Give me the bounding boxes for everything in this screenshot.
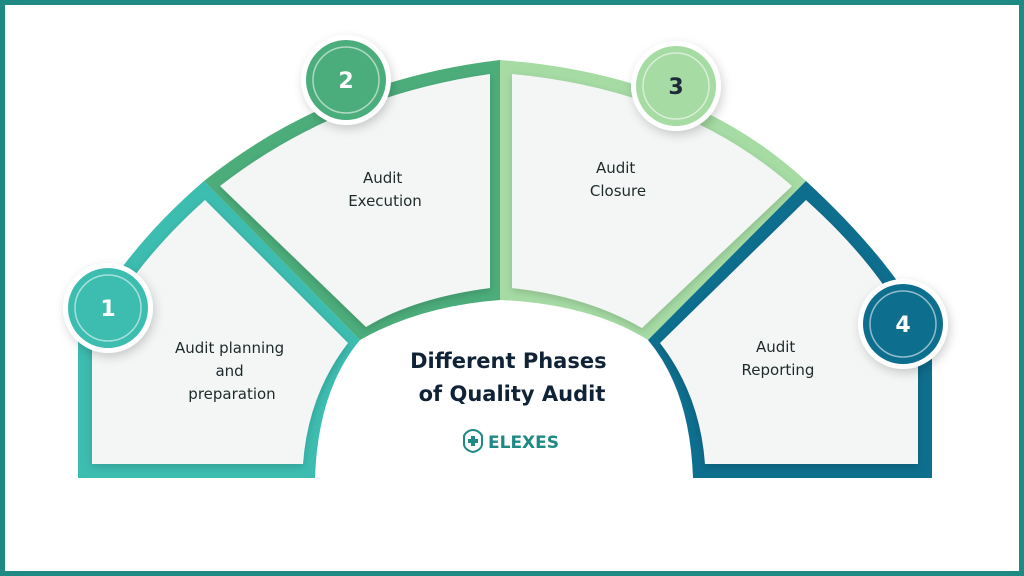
phase-1-number: 1 <box>100 297 115 322</box>
phase-3-segment <box>500 60 806 340</box>
phase-4-badge <box>858 279 948 369</box>
phase-3-badge <box>631 41 721 131</box>
phase-1-label: Audit planning and preparation <box>175 339 289 403</box>
phase-2-badge <box>301 35 391 125</box>
phase-1-segment <box>78 181 360 478</box>
phase-4-segment <box>648 181 932 478</box>
center-hub <box>315 307 693 478</box>
phase-1-badge <box>63 263 153 353</box>
medical-cross-shield-icon <box>463 428 483 454</box>
phase-2-segment <box>204 60 500 340</box>
phase-3-label: Audit Closure <box>590 159 646 200</box>
phase-2-number: 2 <box>338 69 353 94</box>
phase-4-label: Audit Reporting <box>742 338 815 379</box>
diagram-title: Different Phases of Quality Audit <box>410 349 614 406</box>
brand-name: ELEXES <box>488 433 559 453</box>
phase-2-label: Audit Execution <box>348 169 422 210</box>
phase-3-number: 3 <box>668 75 683 100</box>
phase-4-number: 4 <box>895 313 910 338</box>
